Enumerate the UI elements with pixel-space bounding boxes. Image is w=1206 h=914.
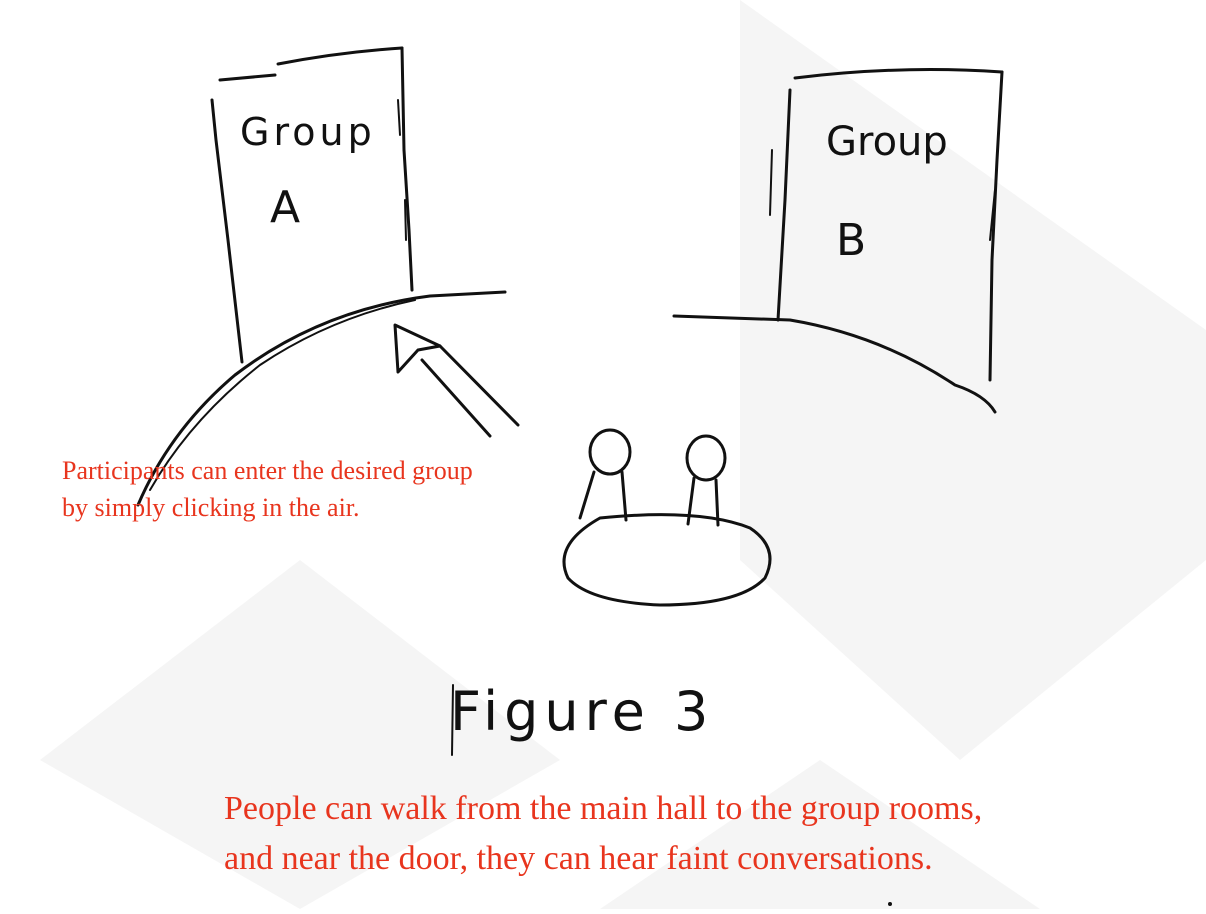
person-1-icon <box>578 428 632 522</box>
group-a-label-line2: A <box>270 182 300 233</box>
annotation-hall-description: People can walk from the main hall to th… <box>224 784 982 884</box>
figure-caption: Figure 3 <box>450 680 714 743</box>
group-b-label-line2: B <box>836 215 866 266</box>
stray-dot <box>888 902 892 906</box>
group-a-label-line1: Group <box>240 110 376 154</box>
main-hall-floor-left <box>136 290 507 507</box>
annotation-bottom-line1: People can walk from the main hall to th… <box>224 790 983 827</box>
people-at-table <box>562 428 772 607</box>
background-watermark <box>40 0 1206 909</box>
annotation-left-line1: Participants can enter the desired group <box>62 456 473 485</box>
click-pointer-icon <box>393 323 520 438</box>
main-hall-floor-right <box>672 314 997 414</box>
group-b-room: Group B <box>769 68 1004 382</box>
annotation-bottom-line2: and near the door, they can hear faint c… <box>224 840 933 877</box>
table-icon <box>562 513 772 607</box>
annotation-enter-group: Participants can enter the desired group… <box>62 452 473 526</box>
group-a-room: Group A <box>210 46 414 364</box>
group-b-label-line1: Group <box>826 119 948 165</box>
annotation-left-line2: by simply clicking in the air. <box>62 493 360 522</box>
person-2-icon <box>685 434 727 527</box>
